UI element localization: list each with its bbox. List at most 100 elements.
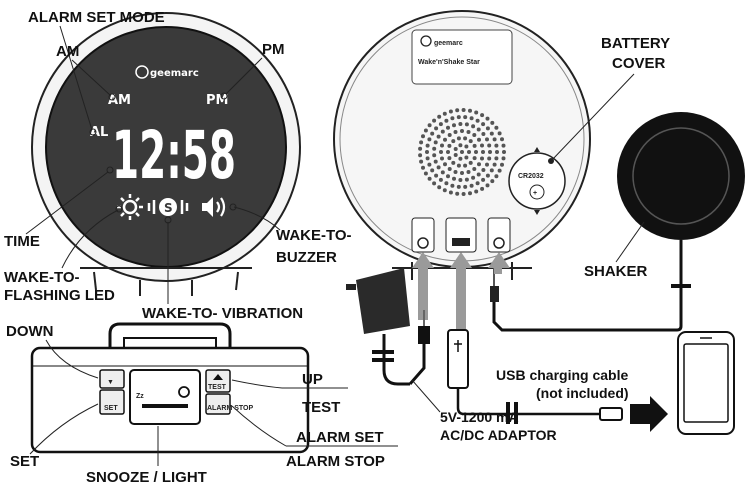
grille-hole [447, 167, 452, 171]
grille-hole [485, 137, 489, 142]
grille-hole [443, 137, 447, 142]
svg-text:Zz: Zz [136, 393, 144, 400]
label-up: UP [302, 371, 323, 388]
grille-hole [481, 150, 485, 154]
label-down: DOWN [6, 323, 54, 340]
grille-hole [447, 133, 452, 137]
grille-hole [453, 153, 458, 157]
grille-hole [480, 156, 484, 161]
grille-hole [469, 116, 474, 121]
label-pm: PM [262, 41, 285, 58]
up-test-button[interactable] [205, 369, 231, 393]
grille-hole [451, 139, 456, 144]
grille-hole [472, 143, 477, 148]
grille-hole [456, 136, 461, 141]
label-am: AM [56, 43, 79, 60]
grille-hole [468, 160, 473, 165]
alarm-set-stop-button[interactable] [205, 393, 231, 415]
grille-hole [466, 130, 471, 134]
grille-hole [419, 140, 424, 145]
rating-label [411, 29, 513, 85]
grille-hole [468, 139, 473, 144]
grille-hole [440, 143, 444, 148]
grille-hole [494, 125, 499, 130]
set-button[interactable] [99, 389, 125, 415]
label-wake-vibration: WAKE-TO- VIBRATION [142, 305, 303, 322]
shaker-pad [617, 112, 745, 240]
grille-hole [446, 174, 450, 179]
grille-hole [463, 163, 468, 168]
label-time: TIME [4, 233, 40, 250]
grille-hole [456, 163, 461, 168]
grille-hole [502, 150, 506, 154]
label-wake-flash-1: WAKE-TO- [4, 269, 80, 286]
grille-hole [432, 153, 437, 158]
grille-hole [492, 162, 497, 167]
grille-hole [474, 189, 479, 194]
grille-hole [497, 168, 502, 173]
grille-hole [501, 143, 506, 148]
grille-hole [423, 128, 428, 133]
grille-hole [481, 177, 486, 182]
grille-hole [469, 183, 474, 188]
grille-hole [468, 108, 472, 113]
grille-hole [444, 181, 449, 186]
grille-hole [433, 159, 438, 164]
clock-base: ▼ SET Zz TEST ALARM STOP [30, 322, 310, 454]
snooze-light-button[interactable] [129, 369, 201, 425]
shaker-port[interactable] [487, 217, 511, 253]
grille-hole [466, 170, 471, 174]
grille-hole [492, 137, 497, 142]
grille-hole [452, 123, 456, 128]
grille-hole [427, 123, 432, 128]
grille-hole [472, 167, 477, 171]
grille-hole [432, 118, 437, 123]
label-shaker: SHAKER [584, 263, 648, 280]
grille-hole [427, 162, 432, 167]
grille-hole [439, 150, 443, 154]
grille-hole [475, 181, 480, 186]
grille-hole [421, 134, 425, 139]
grille-hole [480, 113, 485, 118]
grille-hole [423, 171, 428, 176]
grille-hole [434, 173, 439, 178]
label-alarm-set: ALARM SET [296, 429, 384, 446]
display-alarm-indicator: AL [90, 125, 108, 140]
display-am: AM [108, 93, 131, 108]
label-battery-cover-2: COVER [612, 55, 666, 72]
grille-hole [450, 183, 455, 188]
grille-hole [444, 118, 449, 123]
svg-text:SET: SET [104, 405, 118, 412]
battery-cover[interactable] [508, 152, 566, 210]
grille-hole [432, 181, 437, 186]
grille-hole [497, 131, 502, 136]
brand-logo: geemarc [135, 65, 199, 79]
grille-hole [472, 133, 477, 137]
grille-hole [419, 159, 424, 164]
grille-hole [494, 143, 499, 148]
front-clock: geemarc AM PM AL 12:58 S [31, 12, 301, 296]
grille-hole [438, 177, 443, 182]
adaptor-plug-body [356, 268, 410, 334]
label-set: SET [10, 453, 39, 470]
battery-type: CR2032 [518, 173, 544, 180]
grille-hole [447, 143, 452, 148]
grille-hole [476, 127, 481, 132]
grille-hole [485, 162, 489, 167]
label-alarm-stop: ALARM STOP [286, 453, 385, 470]
grille-hole [432, 146, 437, 151]
arrow-to-phone-icon [630, 396, 668, 432]
down-button[interactable] [99, 369, 125, 389]
grille-hole [485, 116, 490, 121]
grille-hole [474, 150, 478, 154]
grille-hole [475, 118, 480, 123]
display-time: 12:58 [112, 117, 236, 194]
label-wake-buzzer-2: BUZZER [276, 249, 337, 266]
dc-input-port[interactable] [411, 217, 435, 253]
grille-hole [442, 188, 447, 193]
grille-hole [453, 170, 458, 174]
usb-charging-port[interactable] [445, 217, 477, 253]
usb-cable [447, 329, 623, 424]
grille-hole [477, 162, 481, 167]
